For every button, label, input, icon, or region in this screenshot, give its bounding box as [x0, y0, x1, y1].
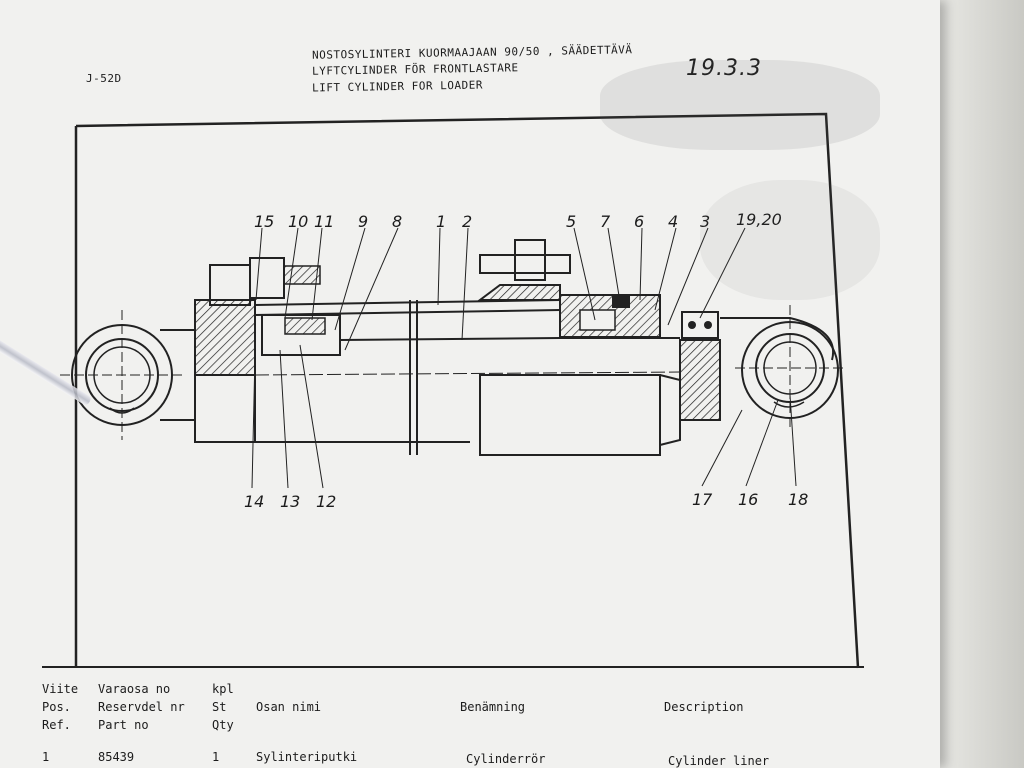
row1-name-fi: Sylinteriputki [256, 750, 358, 764]
callout-6: 6 [634, 212, 645, 231]
callout-18: 18 [788, 490, 809, 509]
copy-noise [600, 60, 880, 150]
callout-19-20: 19,20 [736, 210, 782, 229]
page-number: 19.3.3 [686, 56, 762, 81]
col-name-fi: Osan nimi [256, 700, 322, 714]
col-ref-fi: Viite [42, 682, 79, 696]
col-ref-en: Ref. [42, 718, 71, 732]
callout-3: 3 [700, 212, 711, 231]
callout-14: 14 [244, 492, 265, 511]
col-partno-en: Part no [98, 718, 149, 732]
col-partno-sv: Reservdel nr [98, 700, 185, 714]
callout-16: 16 [738, 490, 759, 509]
copy-noise [700, 180, 880, 300]
callout-1: 1 [436, 212, 447, 231]
row1-qty: 1 [212, 750, 220, 764]
col-partno-fi: Varaosa no [98, 682, 171, 696]
row1-name-sv: Cylinderrör [466, 752, 546, 766]
row1-part-no: 85439 [98, 750, 135, 764]
callout-12: 12 [316, 492, 337, 511]
cylinder-exploded-drawing [60, 112, 860, 669]
callout-10: 10 [288, 212, 309, 231]
callout-9: 9 [358, 212, 369, 231]
callout-7: 7 [600, 212, 611, 231]
col-qty-en: Qty [212, 718, 234, 732]
callout-15: 15 [254, 212, 275, 231]
col-description: Description [664, 700, 744, 714]
callout-4: 4 [668, 212, 679, 231]
callout-13: 13 [280, 492, 301, 511]
row1-ref: 1 [42, 750, 50, 764]
row1-description: Cylinder liner [668, 754, 770, 768]
table-top-rule [42, 666, 864, 668]
callout-2: 2 [462, 212, 473, 231]
parts-catalog-page: J-52D NOSTOSYLINTERI KUORMAAJAAN 90/50 ,… [0, 0, 940, 768]
col-ref-sv: Pos. [42, 700, 71, 714]
col-qty-fi: kpl [212, 682, 234, 696]
document-code: J-52D [86, 72, 122, 85]
col-qty-sv: St [212, 700, 227, 714]
callout-5: 5 [566, 212, 577, 231]
callout-11: 11 [314, 212, 335, 231]
col-name-sv: Benämning [460, 700, 526, 714]
callout-8: 8 [392, 212, 403, 231]
callout-17: 17 [692, 490, 713, 509]
